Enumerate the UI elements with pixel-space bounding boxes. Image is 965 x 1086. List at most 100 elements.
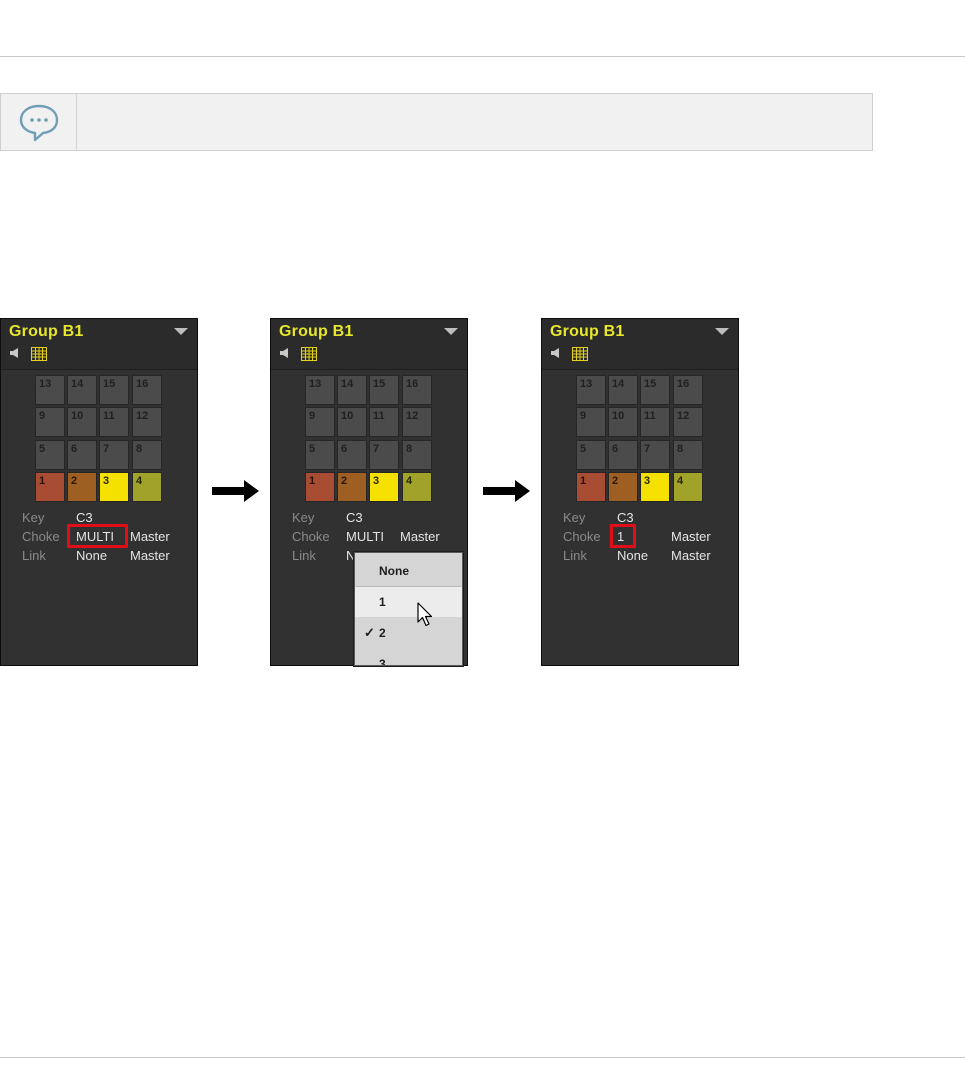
choke-value[interactable]: 1	[617, 529, 625, 544]
chevron-down-icon[interactable]	[715, 328, 729, 336]
link-value[interactable]: None	[76, 548, 108, 563]
pad-14[interactable]: 14	[608, 375, 638, 405]
group-title[interactable]: Group B1	[550, 323, 625, 340]
pad-4[interactable]: 4	[132, 472, 162, 502]
pad-8[interactable]: 8	[132, 440, 162, 470]
pad-11[interactable]: 11	[99, 407, 129, 437]
speaker-icon[interactable]	[551, 348, 561, 358]
speaker-icon[interactable]	[10, 348, 20, 358]
key-label: Key	[292, 510, 315, 525]
pad-5[interactable]: 5	[305, 440, 335, 470]
pad-8[interactable]: 8	[402, 440, 432, 470]
pad-1[interactable]: 1	[305, 472, 335, 502]
pad-4[interactable]: 4	[673, 472, 703, 502]
bottom-rule	[0, 1057, 965, 1058]
pad-12[interactable]: 12	[402, 407, 432, 437]
link-master[interactable]: Master	[130, 548, 170, 563]
link-label: Link	[22, 548, 46, 563]
top-rule	[0, 56, 965, 57]
pad-5[interactable]: 5	[576, 440, 606, 470]
pad-9[interactable]: 9	[305, 407, 335, 437]
key-value[interactable]: C3	[617, 510, 634, 525]
pad-6[interactable]: 6	[337, 440, 367, 470]
group-panel-menu: Group B1 13 14 15 16 9 10 11 12 5 6 7 8 …	[270, 318, 468, 666]
group-panel-before: Group B1 13 14 15 16 9 10 11 12 5 6 7 8 …	[0, 318, 198, 666]
panel-header: Group B1	[271, 319, 467, 370]
pad-grid-icon[interactable]	[572, 347, 588, 361]
pad-7[interactable]: 7	[369, 440, 399, 470]
pad-13[interactable]: 13	[35, 375, 65, 405]
pad-5[interactable]: 5	[35, 440, 65, 470]
mouse-pointer-icon	[417, 602, 433, 627]
choke-master[interactable]: Master	[671, 529, 711, 544]
menu-item-1[interactable]: 1	[355, 587, 462, 617]
pad-6[interactable]: 6	[67, 440, 97, 470]
pad-1[interactable]: 1	[35, 472, 65, 502]
pad-2[interactable]: 2	[608, 472, 638, 502]
choke-value[interactable]: MULTI	[346, 529, 385, 544]
pad-3[interactable]: 3	[369, 472, 399, 502]
pad-16[interactable]: 16	[673, 375, 703, 405]
menu-separator	[356, 586, 461, 587]
pad-13[interactable]: 13	[576, 375, 606, 405]
choke-label: Choke	[22, 529, 60, 544]
menu-item-3[interactable]: 3	[379, 657, 386, 666]
pad-16[interactable]: 16	[402, 375, 432, 405]
pad-10[interactable]: 10	[608, 407, 638, 437]
pad-6[interactable]: 6	[608, 440, 638, 470]
group-title[interactable]: Group B1	[9, 323, 84, 340]
key-value[interactable]: C3	[346, 510, 363, 525]
link-master[interactable]: Master	[671, 548, 711, 563]
pad-16[interactable]: 16	[132, 375, 162, 405]
link-value[interactable]: None	[617, 548, 649, 563]
choke-label: Choke	[563, 529, 601, 544]
pad-7[interactable]: 7	[99, 440, 129, 470]
chevron-down-icon[interactable]	[444, 328, 458, 336]
key-value[interactable]: C3	[76, 510, 93, 525]
pad-10[interactable]: 10	[337, 407, 367, 437]
key-label: Key	[563, 510, 586, 525]
menu-item-none[interactable]: None	[379, 564, 409, 578]
pad-9[interactable]: 9	[35, 407, 65, 437]
pad-12[interactable]: 12	[132, 407, 162, 437]
pad-2[interactable]: 2	[67, 472, 97, 502]
pad-9[interactable]: 9	[576, 407, 606, 437]
pad-grid-icon[interactable]	[31, 347, 47, 361]
note-box	[0, 93, 873, 151]
choke-highlight-box	[610, 524, 636, 548]
pad-15[interactable]: 15	[99, 375, 129, 405]
pad-12[interactable]: 12	[673, 407, 703, 437]
pad-10[interactable]: 10	[67, 407, 97, 437]
pad-14[interactable]: 14	[67, 375, 97, 405]
pad-13[interactable]: 13	[305, 375, 335, 405]
pad-14[interactable]: 14	[337, 375, 367, 405]
menu-item-2[interactable]: ✓ 2	[355, 618, 462, 648]
choke-label: Choke	[292, 529, 330, 544]
menu-item-2-label: 2	[379, 626, 386, 640]
pad-2[interactable]: 2	[337, 472, 367, 502]
link-label: Link	[292, 548, 316, 563]
link-label: Link	[563, 548, 587, 563]
pad-8[interactable]: 8	[673, 440, 703, 470]
pad-3[interactable]: 3	[640, 472, 670, 502]
choke-master[interactable]: Master	[130, 529, 170, 544]
panel-header: Group B1	[1, 319, 197, 370]
pad-3[interactable]: 3	[99, 472, 129, 502]
choke-master[interactable]: Master	[400, 529, 440, 544]
chevron-down-icon[interactable]	[174, 328, 188, 336]
pad-grid-icon[interactable]	[301, 347, 317, 361]
group-title[interactable]: Group B1	[279, 323, 354, 340]
pad-11[interactable]: 11	[640, 407, 670, 437]
pad-4[interactable]: 4	[402, 472, 432, 502]
choke-dropdown-menu: None 1 ✓ 2 3	[354, 552, 463, 666]
choke-value[interactable]: MULTI	[76, 529, 115, 544]
note-icon-cell	[1, 94, 77, 150]
checkmark-icon: ✓	[364, 625, 375, 640]
pad-11[interactable]: 11	[369, 407, 399, 437]
pad-15[interactable]: 15	[640, 375, 670, 405]
pad-7[interactable]: 7	[640, 440, 670, 470]
pad-1[interactable]: 1	[576, 472, 606, 502]
pad-15[interactable]: 15	[369, 375, 399, 405]
right-arrow-icon	[483, 480, 530, 502]
speaker-icon[interactable]	[280, 348, 290, 358]
